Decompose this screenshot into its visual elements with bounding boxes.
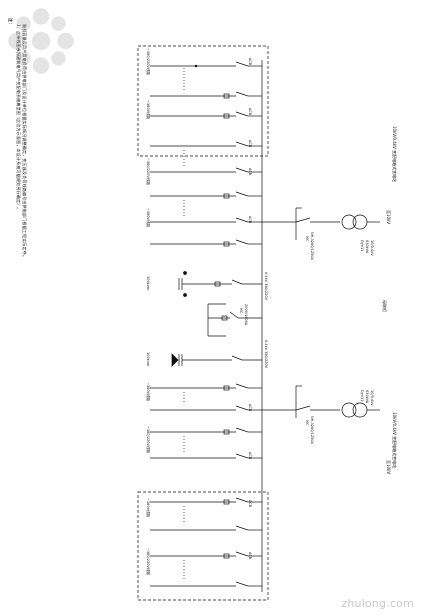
acb-label-4: ACB [248,168,252,176]
capacitor-label-upper: 100kvar [146,276,150,291]
bus-label-upper: 0.4kV 380/220V [264,272,268,301]
feeder-label-upper-1: ~380/220V线路 [146,48,150,75]
capacitor-label-lower: 100kvar [146,352,150,367]
acb-label-8: ACB [248,500,252,508]
feeder-upper-4 [150,141,262,147]
bus-center-label: 母联柜 [382,300,387,312]
transformer-lower-voltage: 10/0.4kV [370,390,374,406]
feeder-group-box-top [137,45,269,157]
feeder-lower-8 [150,581,262,587]
bus-label-lower: 0.4kV 380/220V [264,340,268,369]
feeder-label-lower-4: ~380/220V线路 [146,548,150,575]
feeder-label-upper-3: ~380/220V线路 [146,158,150,185]
transformer-lower [262,385,380,418]
feeder-lower-3 [150,427,262,435]
acb-label-6: ACB [248,404,252,412]
feeder-label-lower-2: ~380/220V线路 [146,426,150,453]
acb-label-3: ACB [248,140,252,148]
source-label-upper: 10kV/0.4kV 变配电箱式变电站 [392,126,397,183]
feeder-lower-5 [150,497,262,505]
breaker-upper-label: NH-3200/1250A [310,232,314,260]
feeder-lower-7 [150,551,262,559]
transformer-lower-kva: 630kVA [365,390,369,404]
feeder-upper-2 [150,91,262,99]
feeder-lower-2 [150,405,262,411]
feeder-lower-1 [150,383,262,391]
feeder-label-upper-4: ~380V线路 [146,208,150,228]
transformer-lower-vector: Dyn11 [360,390,364,402]
watermark-logo-icon [8,8,74,74]
transformer-upper-vector: Dyn11 [360,240,364,252]
feeder-upper-8 [150,239,262,247]
transformer-upper-voltage: 10/0.4kV [370,240,374,256]
breaker-lower-aux: MC [305,420,309,426]
feeder-upper-6 [150,191,262,199]
transformer-upper [262,207,380,240]
acb-label-5: ACB [248,216,252,224]
source-side-note-upper: 至10kV [386,210,391,225]
watermark-text: zhulong.com [341,597,414,610]
capacitor-branch-lower [171,353,262,367]
transformer-upper-kva: 630kVA [365,240,369,254]
breaker-upper-aux: MC [305,236,309,242]
bus-tie [207,300,263,340]
feeder-lower-6 [150,525,262,531]
acb-label-9: ACB [248,552,252,560]
source-label-lower: 10kV/0.4kV 变配电箱式变电站 [392,412,397,469]
feeder-label-upper-2: ~380V线路 [146,100,150,120]
breaker-lower-label: NH-3200/1250A [310,416,314,444]
feeder-upper-3 [150,111,262,119]
feeder-label-lower-3: ~380V线路 [146,498,150,518]
capacitor-branch-upper [178,271,262,297]
source-side-note-lower: 至10kV [386,460,391,475]
bus-tie-label: 2000/1600A [244,304,248,326]
feeder-label-lower-1: ~380V线路 [146,382,150,402]
feeder-upper-7 [150,217,262,223]
bus-tie-aux: MC [239,308,243,314]
feeder-upper-1 [150,61,262,68]
feeder-upper-5 [150,167,262,173]
acb-label-2: ACB [248,108,252,116]
feeder-lower-4 [150,453,262,459]
acb-label-7: ACB [248,452,252,460]
feeder-group-box-bottom [137,491,269,601]
acb-label-1: ACB [248,58,252,66]
